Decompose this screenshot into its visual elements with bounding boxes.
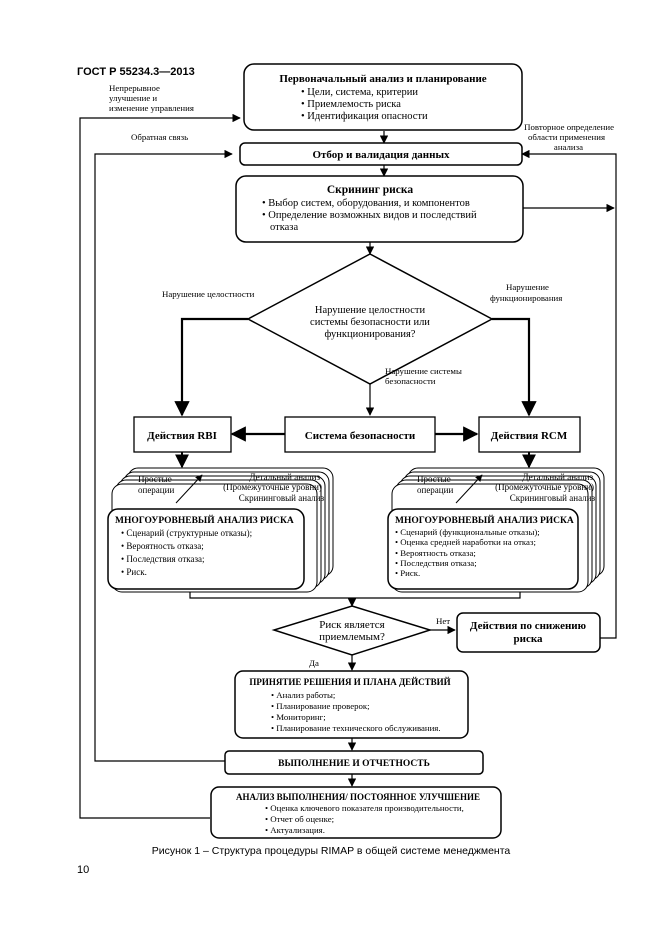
data-validation-box: Отбор и валидация данных [239,142,523,166]
left-stack-text: Простые операции Детальный анализ (Проме… [115,472,324,577]
safety-violation-label: Нарушение системы [385,366,462,376]
right-stack-item: • Последствия отказа; [395,558,477,568]
performance-review-box: АНАЛИЗ ВЫПОЛНЕНИЯ/ ПОСТОЯННОЕ УЛУЧШЕНИЕ … [210,786,502,839]
data-validation-title: Отбор и валидация данных [312,149,450,161]
decision-plan-item: • Планирование технического обслуживания… [271,723,441,733]
left-stack-item: • Сценарий (структурные отказы); [121,528,252,538]
function-violation-label: Нарушение [506,282,549,292]
redefine-label: Повторное определение [524,122,614,132]
right-stack-item: • Риск. [395,568,420,578]
right-level-label: Детальный анализ [522,472,593,482]
decision-plan-item: • Планирование проверок; [271,701,370,711]
continuous-loop-line [79,113,241,819]
continuous-label: улучшение и [109,93,157,103]
left-simple-ops: Простые [138,474,172,484]
decision-plan-item: • Анализ работы; [271,690,335,700]
performance-review-item: • Актуализация. [265,825,325,835]
safety-system-box: Система безопасности [284,416,436,453]
right-stack-item: • Вероятность отказа; [395,548,476,558]
figure-caption: Рисунок 1 – Структура процедуры RIMAP в … [152,845,511,857]
no-label: Нет [436,616,450,626]
continuous-label: Непрерывное [109,83,160,93]
right-simple-ops: Простые [417,474,451,484]
rcm-actions-title: Действия RCM [491,430,568,442]
decision-plan-item: • Мониторинг; [271,712,326,722]
left-multilevel-analysis [107,467,334,593]
right-stack-item: • Оценка средней наработки на отказ; [395,537,536,547]
risk-acceptable-line: приемлемым? [319,631,385,643]
risk-mitigation-box: Действия по снижению риска [456,612,601,653]
performance-review-title: АНАЛИЗ ВЫПОЛНЕНИЯ/ ПОСТОЯННОЕ УЛУЧШЕНИЕ [236,792,480,802]
integrity-violation-label: Нарушение целостности [162,289,255,299]
left-stack-item: • Риск. [121,567,147,577]
violation-decision-diamond: Нарушение целостности системы безопаснос… [246,253,494,385]
risk-acceptable-diamond: Риск является приемлемым? [271,605,433,656]
redefine-label: анализа [554,142,583,152]
decision-plan-box: ПРИНЯТИЕ РЕШЕНИЯ И ПЛАНА ДЕЙСТВИЙ • Анал… [234,670,469,739]
risk-screening-item: • Выбор систем, оборудования, и компонен… [262,198,470,209]
left-level-label: (Промежуточные уровни) [223,482,322,492]
continuous-label: изменение управления [109,103,194,113]
safety-violation-label: безопасности [385,376,436,386]
initial-analysis-item: • Идентификация опасности [301,111,428,122]
right-level-label: (Промежуточные уровни) [495,482,594,492]
flow-labels: Непрерывное улучшение и изменение управл… [109,83,614,668]
page-number: 10 [77,864,89,876]
execution-reporting-box: ВЫПОЛНЕНИЕ И ОТЧЕТНОСТЬ [224,750,484,775]
left-level-label: Скрининговый анализ [239,493,325,503]
risk-screening-item: отказа [270,222,298,233]
performance-review-item: • Оценка ключевого показателя производит… [265,803,464,813]
left-stack-item: • Вероятность отказа; [121,541,204,551]
risk-screening-box: Скрининг риска • Выбор систем, оборудова… [235,175,524,243]
execution-reporting-title: ВЫПОЛНЕНИЕ И ОТЧЕТНОСТЬ [278,759,430,769]
standard-header: ГОСТ Р 55234.3—2013 [77,66,195,78]
right-level-label: Скрининговый анализ [510,493,596,503]
risk-mitigation-line: Действия по снижению [470,620,586,632]
violation-question-line: Нарушение целостности [315,305,426,316]
yes-label: Да [309,658,319,668]
left-level-label: Детальный анализ [249,472,320,482]
violation-question-line: системы безопасности или [310,317,430,328]
function-violation-label: функционирования [490,293,562,303]
initial-analysis-item: • Цели, система, критерии [301,87,418,98]
redefine-loop-line [521,149,617,639]
safety-system-title: Система безопасности [305,430,416,442]
left-simple-ops: операции [138,485,174,495]
right-simple-ops: операции [417,485,453,495]
performance-review-item: • Отчет об оценке; [265,814,334,824]
right-stack-title: МНОГОУРОВНЕВЫЙ АНАЛИЗ РИСКА [395,514,574,526]
rcm-actions-box: Действия RCM [478,416,581,453]
connectors [79,113,617,819]
risk-screening-title: Скрининг риска [327,184,414,196]
right-stack-item: • Сценарий (функциональные отказы); [395,527,540,537]
risk-screening-item: • Определение возможных видов и последст… [262,210,477,221]
rbi-actions-box: Действия RBI [133,416,232,453]
initial-analysis-box: Первоначальный анализ и планирование • Ц… [243,63,523,131]
redefine-label: области применения [528,132,605,142]
rbi-actions-title: Действия RBI [147,430,217,442]
decision-plan-title: ПРИНЯТИЕ РЕШЕНИЯ И ПЛАНА ДЕЙСТВИЙ [249,677,450,687]
violation-question-line: функционирования? [325,329,416,340]
left-stack-title: МНОГОУРОВНЕВЫЙ АНАЛИЗ РИСКА [115,514,294,526]
risk-mitigation-line: риска [513,633,543,645]
right-multilevel-analysis [387,467,605,593]
risk-acceptable-line: Риск является [319,619,384,631]
initial-analysis-item: • Приемлемость риска [301,99,401,110]
right-stack-text: Простые операции Детальный анализ (Проме… [395,472,595,578]
feedback-loop-line [94,149,233,762]
feedback-label: Обратная связь [131,132,188,142]
left-stack-item: • Последствия отказа; [121,554,205,564]
initial-analysis-title: Первоначальный анализ и планирование [279,73,486,85]
